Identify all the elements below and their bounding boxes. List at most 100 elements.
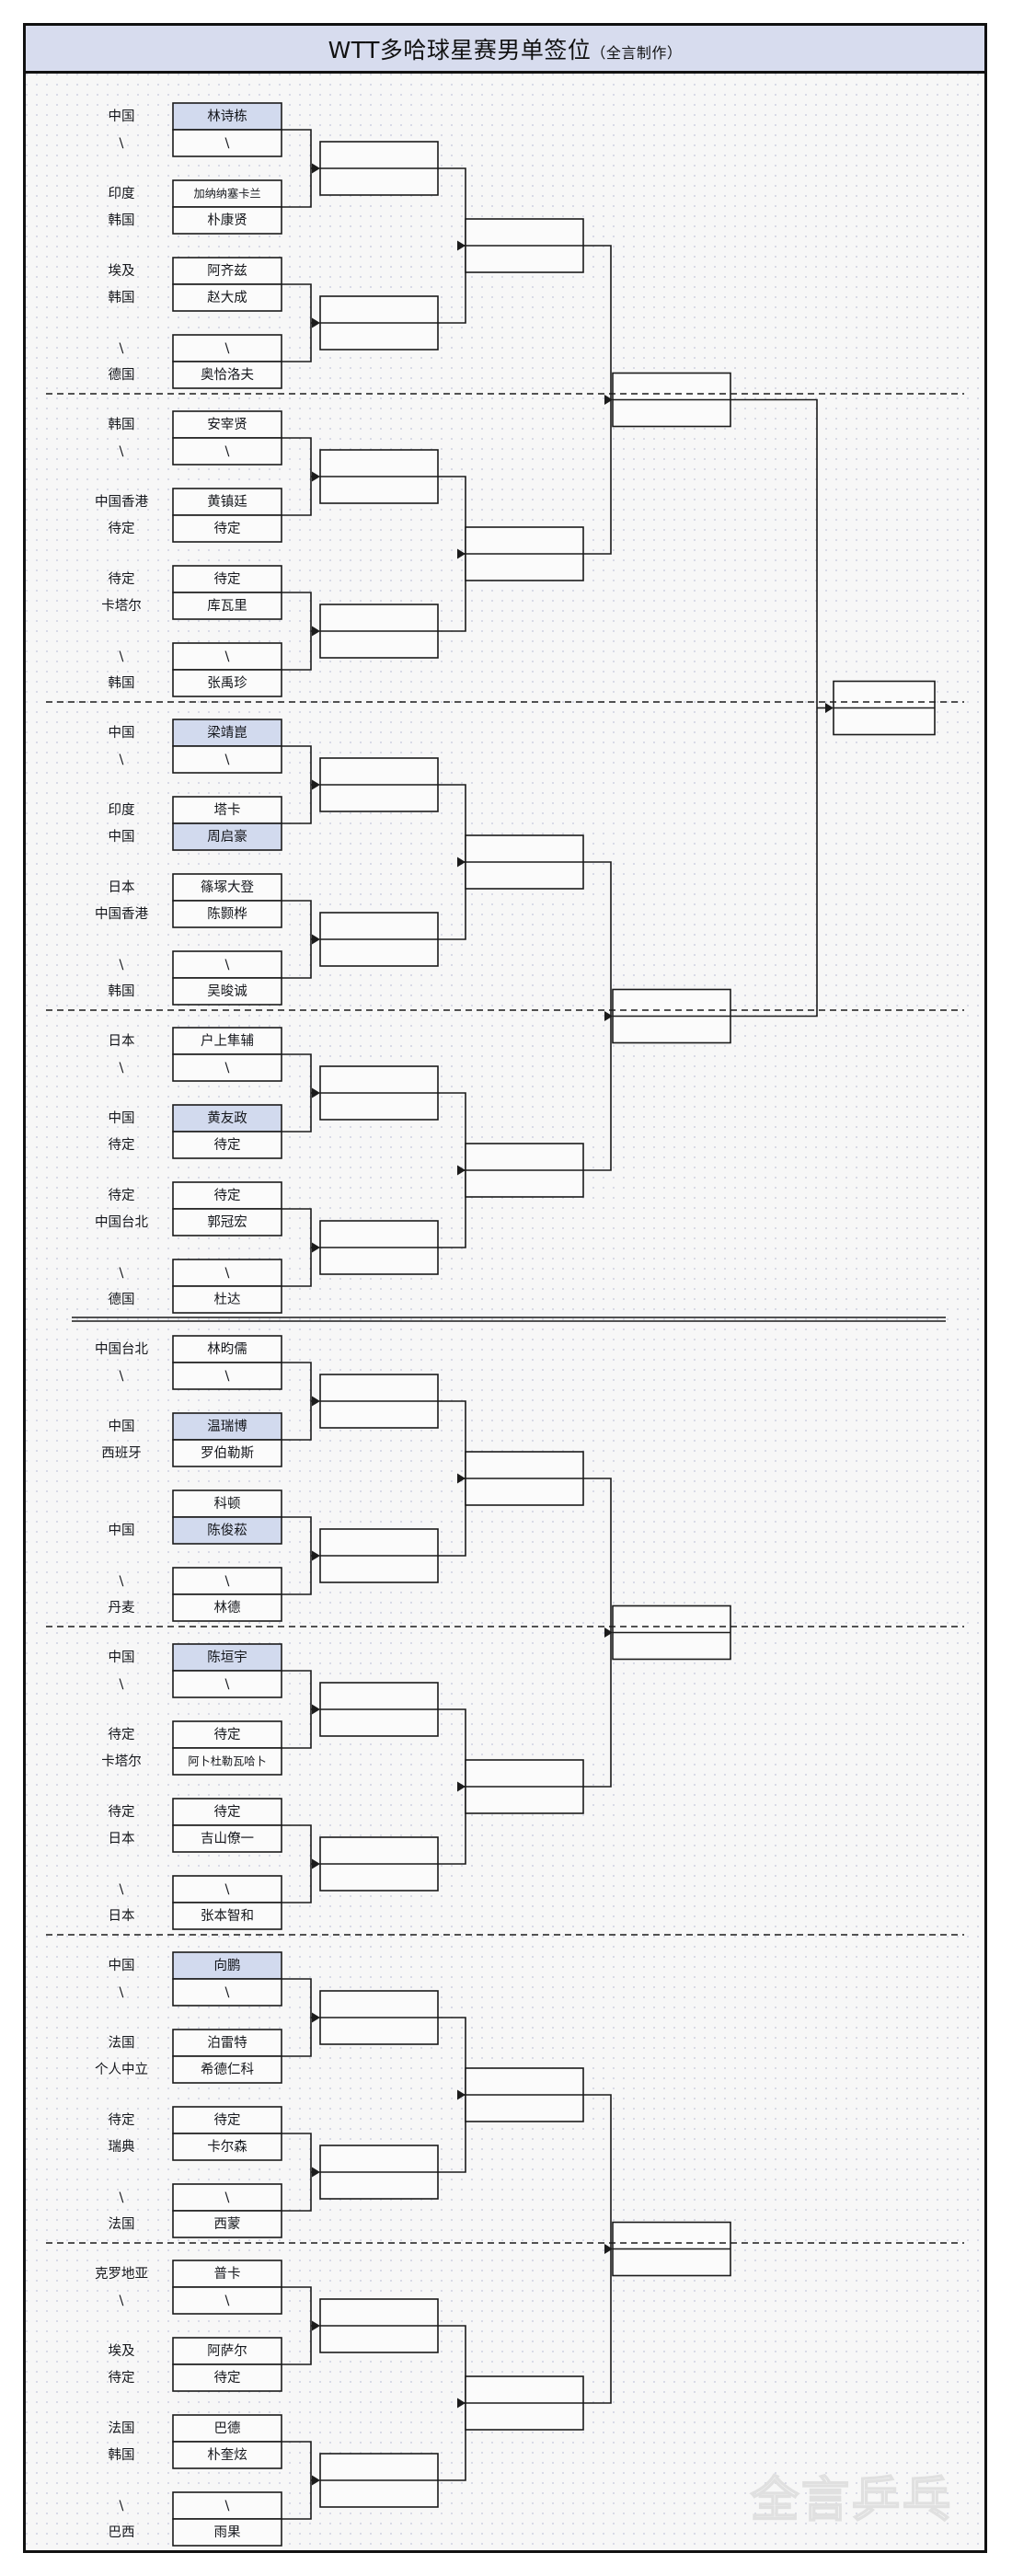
r1-join [282, 283, 312, 362]
player-name: 待定 [214, 1137, 241, 1153]
player-name: 待定 [214, 1727, 241, 1742]
player-name: 库瓦里 [207, 598, 247, 614]
r1-box [172, 1567, 282, 1595]
country-label: 韩国 [109, 290, 135, 305]
r1-box [172, 2210, 282, 2238]
r1-box [172, 2055, 282, 2084]
r1-box [172, 1285, 282, 1314]
r1-box [172, 129, 282, 157]
arrow-icon [312, 2475, 320, 2486]
r1-join [282, 129, 312, 208]
r1-box [172, 592, 282, 620]
r1-box [172, 1951, 282, 1980]
arrow-icon [457, 857, 466, 868]
r1-box [172, 900, 282, 928]
player-name: 安宰贤 [207, 417, 247, 432]
country-label: \ [120, 1266, 124, 1281]
country-label: 日本 [109, 880, 135, 895]
r1-join [282, 1824, 312, 1903]
player-name: 林诗栋 [207, 108, 247, 124]
r1-box [172, 1798, 282, 1826]
r1-box [172, 2183, 282, 2212]
r1-join [282, 2133, 312, 2212]
player-name: 张禹珍 [207, 675, 247, 691]
arrow-icon [312, 1858, 320, 1869]
country-label: \ [120, 650, 124, 664]
r1-box [172, 2286, 282, 2315]
player-name: 阿齐兹 [207, 263, 247, 279]
r1-box [172, 1824, 282, 1853]
r1-join [282, 1208, 312, 1287]
country-label: 德国 [109, 367, 135, 383]
country-label: 韩国 [109, 2447, 135, 2463]
country-label: \ [120, 136, 124, 151]
r1-box [172, 2441, 282, 2469]
country-label: 印度 [109, 802, 135, 818]
country-label: 丹麦 [109, 1600, 135, 1616]
player-name: 陈颢桦 [207, 905, 247, 922]
player-name: \ [225, 958, 230, 972]
arrow-icon [312, 1087, 320, 1098]
country-label: 韩国 [109, 675, 135, 691]
r1-box [172, 1259, 282, 1287]
r1-box [172, 1439, 282, 1467]
r1-box [172, 2029, 282, 2057]
r1-box [172, 1516, 282, 1545]
player-name: 陈垣宇 [207, 1649, 247, 1665]
player-name: 待定 [214, 2112, 241, 2128]
arrow-icon [604, 1011, 613, 1021]
r1-box [172, 2518, 282, 2547]
player-name: 加纳纳塞卡兰 [193, 187, 260, 201]
country-label: 瑞典 [109, 2139, 135, 2155]
country-label: 巴西 [109, 2525, 135, 2540]
r1-join [282, 437, 312, 516]
arrow-icon [457, 1473, 466, 1484]
arrow-icon [604, 2244, 613, 2254]
arrow-icon [457, 2398, 466, 2409]
country-label: 中国 [109, 109, 135, 124]
country-label: 待定 [109, 2370, 135, 2386]
country-label: 西班牙 [101, 1445, 142, 1461]
player-name: 泊雷特 [207, 2035, 247, 2051]
r1-box [172, 283, 282, 312]
country-label: \ [120, 2191, 124, 2205]
country-label: 待定 [109, 1804, 135, 1820]
r1-box [172, 410, 282, 439]
player-name: \ [225, 1574, 230, 1589]
country-label: 中国 [109, 725, 135, 741]
page-title-sub: （全言制作） [591, 43, 683, 62]
player-name: \ [225, 341, 230, 356]
country-label: 待定 [109, 521, 135, 536]
country-label: 日本 [109, 1831, 135, 1846]
r1-box [172, 1593, 282, 1622]
arrow-icon [457, 1165, 466, 1176]
r1-box [172, 1104, 282, 1133]
r1-box [172, 642, 282, 671]
r1-join [282, 1362, 312, 1441]
r1-join [282, 1670, 312, 1749]
player-name: 奥恰洛夫 [201, 367, 254, 383]
player-name: \ [225, 2294, 230, 2308]
r1-box [172, 873, 282, 902]
country-label: 中国香港 [95, 906, 148, 922]
r1-box [172, 1335, 282, 1363]
r1-box [172, 745, 282, 774]
player-name: 待定 [214, 571, 241, 587]
country-label: 克罗地亚 [95, 2266, 148, 2282]
country-label: 待定 [109, 1137, 135, 1153]
r1-box [172, 2363, 282, 2392]
player-name: 黄友政 [207, 1110, 247, 1126]
player-name: \ [225, 753, 230, 767]
player-name: 科顿 [214, 1496, 241, 1512]
player-name: \ [225, 2499, 230, 2513]
player-name: 普卡 [214, 2266, 241, 2282]
r1-box [172, 437, 282, 466]
player-name: 阿萨尔 [207, 2343, 247, 2359]
arrow-icon [312, 1704, 320, 1715]
country-label: 德国 [109, 1292, 135, 1307]
player-name: 张本智和 [201, 1908, 254, 1924]
arrow-icon [457, 2089, 466, 2100]
player-name: 待定 [214, 521, 241, 536]
r1-box [172, 102, 282, 131]
